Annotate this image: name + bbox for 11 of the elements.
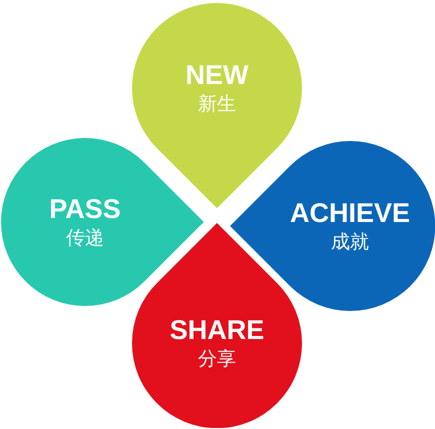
petal-shape: [230, 141, 435, 311]
petal-shape: [132, 222, 302, 428]
petal-title: PASS: [49, 193, 121, 225]
petal-title: ACHIEVE: [290, 197, 410, 229]
petal-subtitle: 分享: [198, 346, 236, 372]
petal-subtitle: 传递: [66, 226, 104, 251]
petal-subtitle: 成就: [330, 230, 369, 255]
petal-subtitle: 新生: [198, 92, 236, 117]
petal-title: NEW: [186, 59, 248, 91]
petal-shape: [1, 138, 204, 306]
petal-title: SHARE: [170, 314, 264, 346]
